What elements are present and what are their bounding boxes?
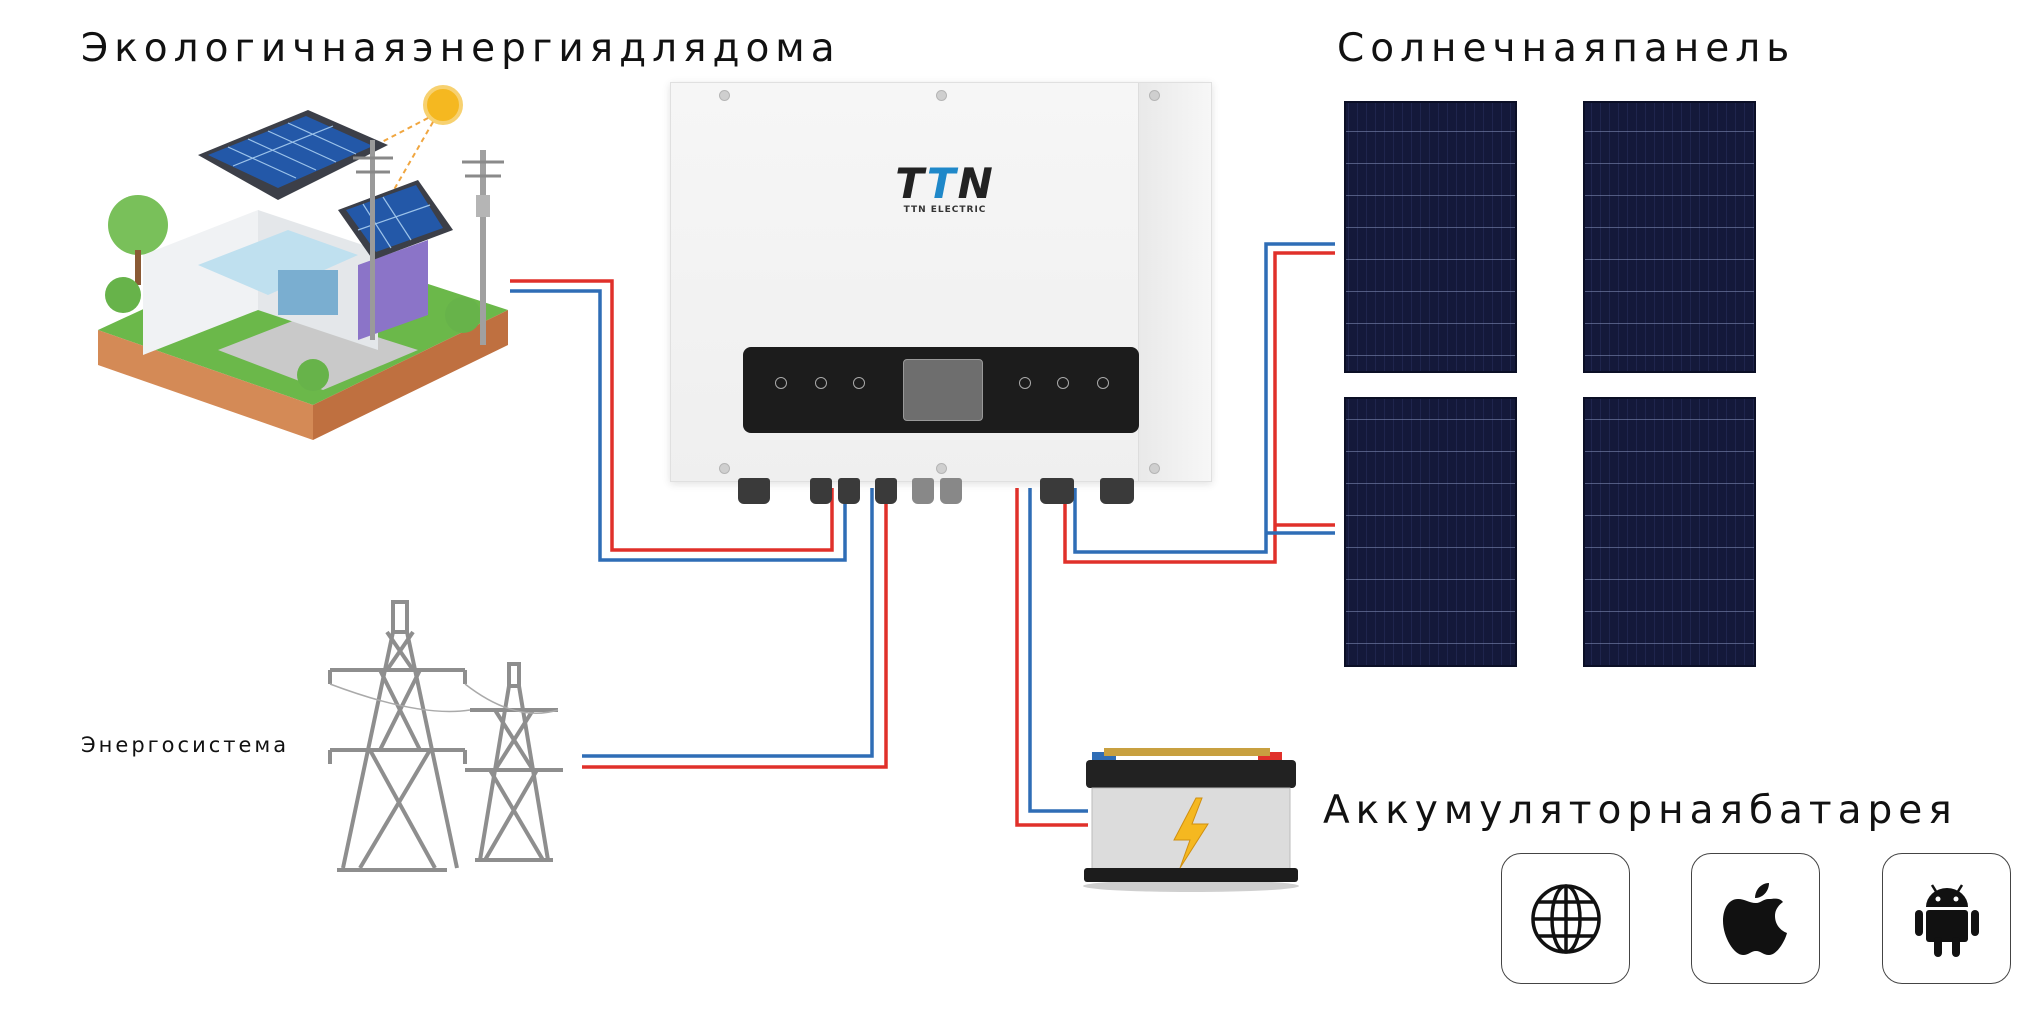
grid-wire-negative [582,488,874,758]
screw [719,463,730,474]
android-icon [1914,883,1979,957]
inverter-control-panel [743,347,1139,433]
android-app-button[interactable] [1882,853,2011,984]
solar-wire-negative [1073,242,1335,554]
web-app-button[interactable] [1501,853,1630,984]
utility-pole [462,150,504,345]
battery-wire-positive [1015,488,1088,827]
solar-wire-positive [1063,251,1335,564]
alarm-indicator-icon [1097,377,1109,389]
wifi-indicator-icon [1019,377,1031,389]
inverter-lcd-screen [903,359,983,421]
screw [1149,90,1160,101]
screw [936,90,947,101]
battery-title: Аккумуляторнаябатарея [1323,788,1958,833]
brand-name: TTN [895,159,995,208]
cable-gland [940,478,962,504]
cable-gland [912,478,934,504]
ios-app-button[interactable] [1691,853,1820,984]
cable-gland [1040,478,1074,504]
solar-panel-title: Солнечнаяпанель [1337,26,1796,71]
hybrid-inverter: TTN TTN ELECTRIC [670,82,1212,482]
solar-panel [1583,101,1756,373]
power-indicator-icon [775,377,787,389]
grid-label: Энергосистема [81,733,290,757]
cable-gland [738,478,770,504]
apple-icon [1722,882,1787,955]
power-grid-towers [328,600,563,872]
solar-panel [1344,101,1517,373]
cable-gland [1100,478,1134,504]
inverter-side [1138,83,1211,481]
house-wire-positive [510,279,834,552]
solar-panel [1583,397,1756,667]
screw [936,463,947,474]
screw [719,90,730,101]
battery-indicator-icon [853,377,865,389]
home-title: Экологичнаяэнергиядлядома [81,26,841,71]
cable-gland [838,478,860,504]
globe-icon [1530,883,1601,954]
solar-panel-array [1344,101,1756,667]
solar-panel [1344,397,1517,667]
cable-gland [875,478,897,504]
brand-subtitle: TTN ELECTRIC [903,205,987,215]
screw [1149,463,1160,474]
battery-illustration [1083,748,1299,892]
inverter-cable-glands [730,478,1150,508]
grid-wire-positive [582,488,888,769]
meter-indicator-icon [1057,377,1069,389]
cable-gland [810,478,832,504]
battery-wire-negative [1028,488,1088,813]
house-wire-negative [510,289,847,562]
inverter-logo: TTN TTN ELECTRIC [885,159,1005,216]
pv-indicator-icon [815,377,827,389]
eco-house-illustration [98,85,508,440]
